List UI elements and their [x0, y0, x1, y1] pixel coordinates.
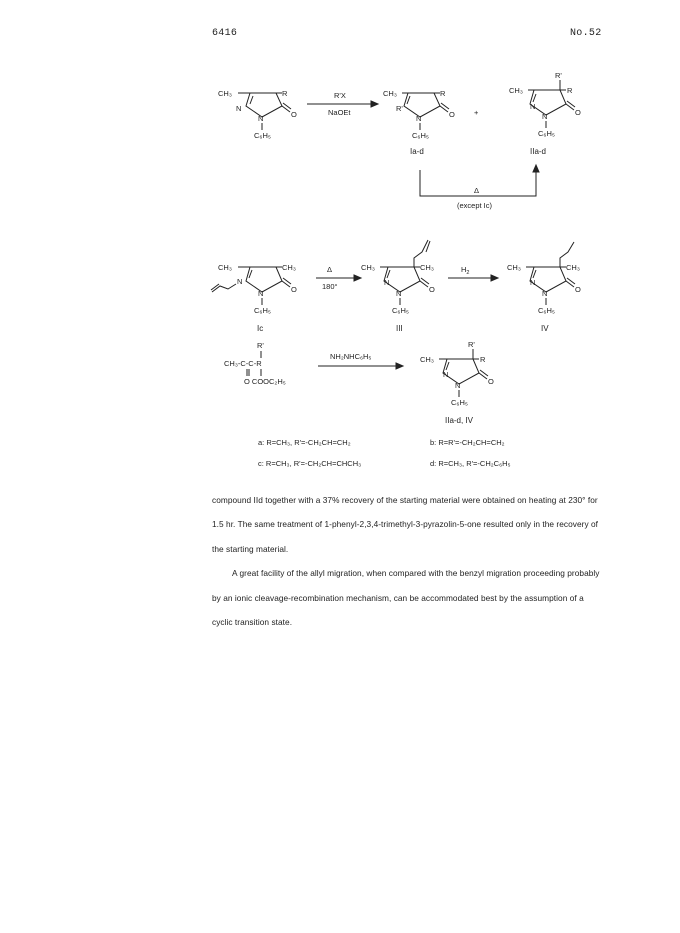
ketoester-line-2: CH₃-C-C-R [224, 359, 262, 368]
n-label: N [542, 112, 547, 121]
hydrogen-reagent: H2 [461, 265, 469, 276]
body-text: compound IId together with a 37% recover… [212, 488, 604, 634]
oxo-label: O [291, 110, 297, 119]
compound-label-ic: Ic [257, 324, 263, 333]
r-label: R [440, 89, 446, 98]
n-label: N [416, 114, 421, 123]
substituent-a: a: R=CH₃, R'=-CH₂CH=CH₂ [258, 438, 351, 447]
page-number: 6416 [212, 28, 238, 39]
oxo-label: O [575, 285, 581, 294]
phenyl-label: C₆H₅ [538, 306, 555, 315]
n-label: N [443, 370, 448, 379]
ch3-label: CH₃ [282, 263, 296, 272]
substituent-c: c: R=CH₃, R'=-CH₂CH=CHCH₃ [258, 459, 361, 468]
phenyl-label: C₆H₅ [538, 129, 555, 138]
reaction-temperature: 180° [322, 282, 338, 291]
r-prime-label: R' [555, 71, 562, 80]
r-prime-label: R' [468, 340, 475, 349]
compound-label-iia-d: IIa-d [530, 147, 546, 156]
heat-symbol: Δ [327, 265, 332, 274]
product-iia-d-iv: CH₃ R' R O N N C₆H₅ IIa-d, IV [420, 340, 494, 425]
r-label: R [567, 86, 573, 95]
ch3-label: CH₃ [218, 89, 232, 98]
alkylating-agent: R'X [334, 91, 346, 100]
phenyl-label: C₆H₅ [412, 131, 429, 140]
n-label: N [384, 278, 389, 287]
ch3-label: CH₃ [566, 263, 580, 272]
n-label: N [258, 114, 263, 123]
n-label: N [237, 277, 242, 286]
compound-label-ia-d: Ia-d [410, 147, 424, 156]
ch3-label: CH₃ [218, 263, 232, 272]
phenyl-label: C₆H₅ [392, 306, 409, 315]
compound-ic: CH₃ CH₃ O N N C₆H₅ Ic [210, 263, 297, 333]
compound-label-iii: III [396, 324, 403, 333]
n-label: N [396, 289, 401, 298]
ch3-label: CH₃ [420, 263, 434, 272]
plus-sign: + [474, 108, 479, 117]
phenyl-label: C₆H₅ [451, 398, 468, 407]
oxo-label: O [429, 285, 435, 294]
substituent-d: d: R=CH₃, R'=-CH₂C₆H₅ [430, 459, 511, 468]
paragraph-2: A great facility of the allyl migration,… [212, 568, 600, 628]
paragraph-1: compound IId together with a 37% recover… [212, 495, 599, 554]
n-label: N [236, 104, 241, 113]
oxo-label: O [291, 285, 297, 294]
reaction-schemes: CH₃ R O N N C₆H₅ R'X NaOEt CH₃ R [210, 71, 581, 468]
phenyl-label: C₆H₅ [254, 306, 271, 315]
oxo-label: O [488, 377, 494, 386]
n-label: N [542, 289, 547, 298]
base-reagent: NaOEt [328, 108, 351, 117]
n-label: N [530, 278, 535, 287]
except-note: (except Ic) [457, 201, 493, 210]
ch3-label: CH₃ [361, 263, 375, 272]
ketoester-line-3: O COOC₂H₅ [244, 377, 286, 386]
ch3-label: CH₃ [507, 263, 521, 272]
oxo-label: O [575, 108, 581, 117]
substituent-b: b: R=R'=-CH₂CH=CH₂ [430, 438, 505, 447]
compound-label-iia-d-iv: IIa-d, IV [445, 416, 474, 425]
ch3-label: CH₃ [420, 355, 434, 364]
phenylhydrazine-reagent: NH₂NHC₆H₅ [330, 352, 371, 361]
ch3-label: CH₃ [509, 86, 523, 95]
n-label: N [530, 102, 535, 111]
n-label: N [258, 289, 263, 298]
journal-issue: No.52 [570, 28, 602, 39]
phenyl-label: C₆H₅ [254, 131, 271, 140]
r-label: R [282, 89, 288, 98]
product-ia-d: CH₃ R O R' N C₆H₅ Ia-d [383, 89, 455, 156]
r-label: R [480, 355, 486, 364]
compound-iii: CH₃ CH₃ O N N C₆H₅ III [361, 239, 435, 333]
compound-label-iv: IV [541, 324, 549, 333]
n-label: N [455, 381, 460, 390]
compound-iv: CH₃ CH₃ O N N C₆H₅ IV [507, 241, 581, 333]
starting-pyrazolone: CH₃ R O N N C₆H₅ [218, 89, 297, 140]
ketoester: R' CH₃-C-C-R O COOC₂H₅ [224, 341, 286, 386]
product-iia-d: CH₃ R' R O N N C₆H₅ IIa-d [509, 71, 581, 156]
heat-symbol: Δ [474, 186, 479, 195]
r-prime-label: R' [396, 104, 403, 113]
ketoester-line-1: R' [257, 341, 264, 350]
ch3-label: CH₃ [383, 89, 397, 98]
oxo-label: O [449, 110, 455, 119]
